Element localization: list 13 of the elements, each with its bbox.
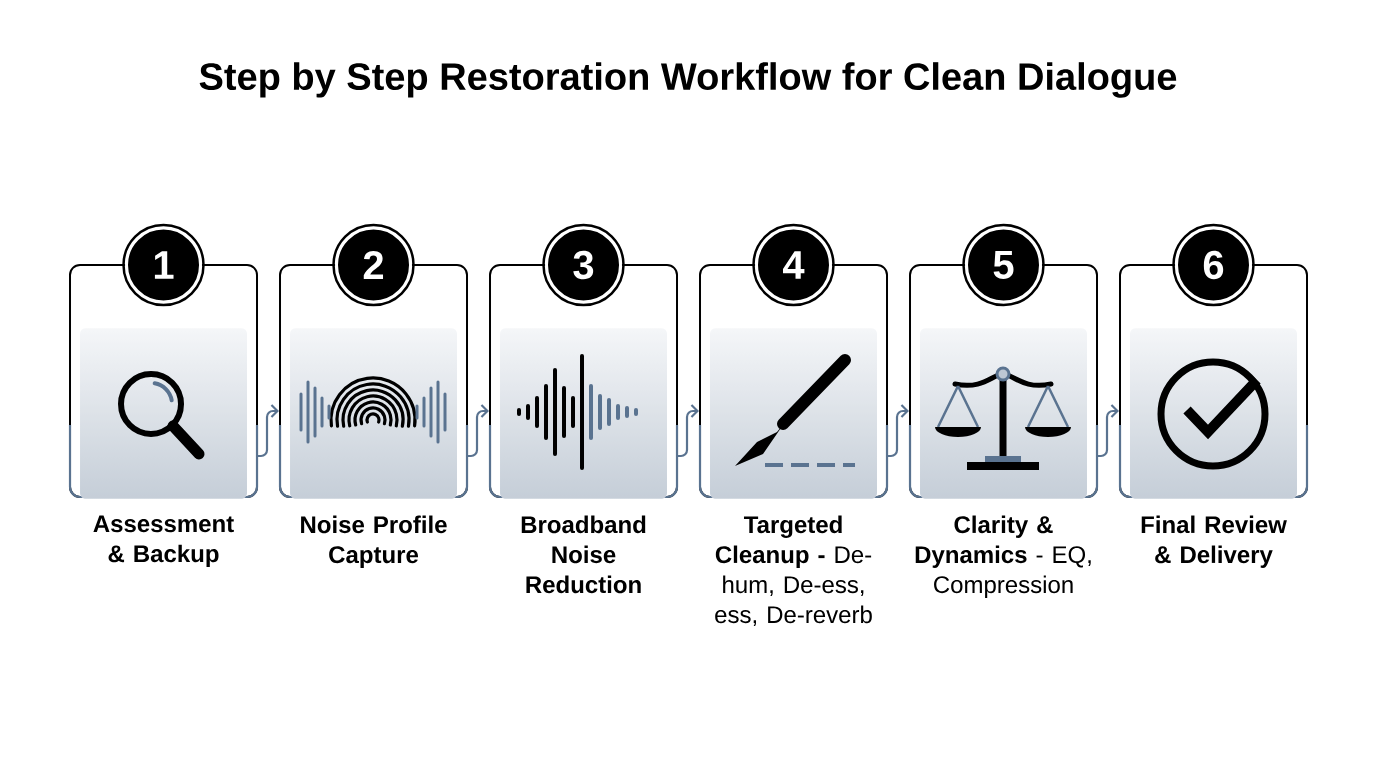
step-label: Final Review & Delivery <box>1141 515 1287 568</box>
step-label: Assessment & Backup <box>93 515 234 567</box>
number-badge: 5 <box>962 223 1045 307</box>
number-badge: 1 <box>122 223 205 307</box>
number-badge: 3 <box>542 223 625 307</box>
step-label: Targeted Cleanup - De-hum, De-ess, ess, De-reverb <box>715 515 872 626</box>
number-badge: 6 <box>1172 223 1255 307</box>
number-badge: 4 <box>752 223 835 307</box>
title: Step by Step Restoration Workflow for Clean Dialogue <box>199 62 1177 98</box>
step-label: Noise Profile Capture <box>301 515 447 568</box>
number-badge: 2 <box>332 223 415 307</box>
step-label: Clarity & Dynamics - EQ, Compression <box>915 515 1091 598</box>
step-label: Broadband Noise Reduction <box>521 515 646 594</box>
